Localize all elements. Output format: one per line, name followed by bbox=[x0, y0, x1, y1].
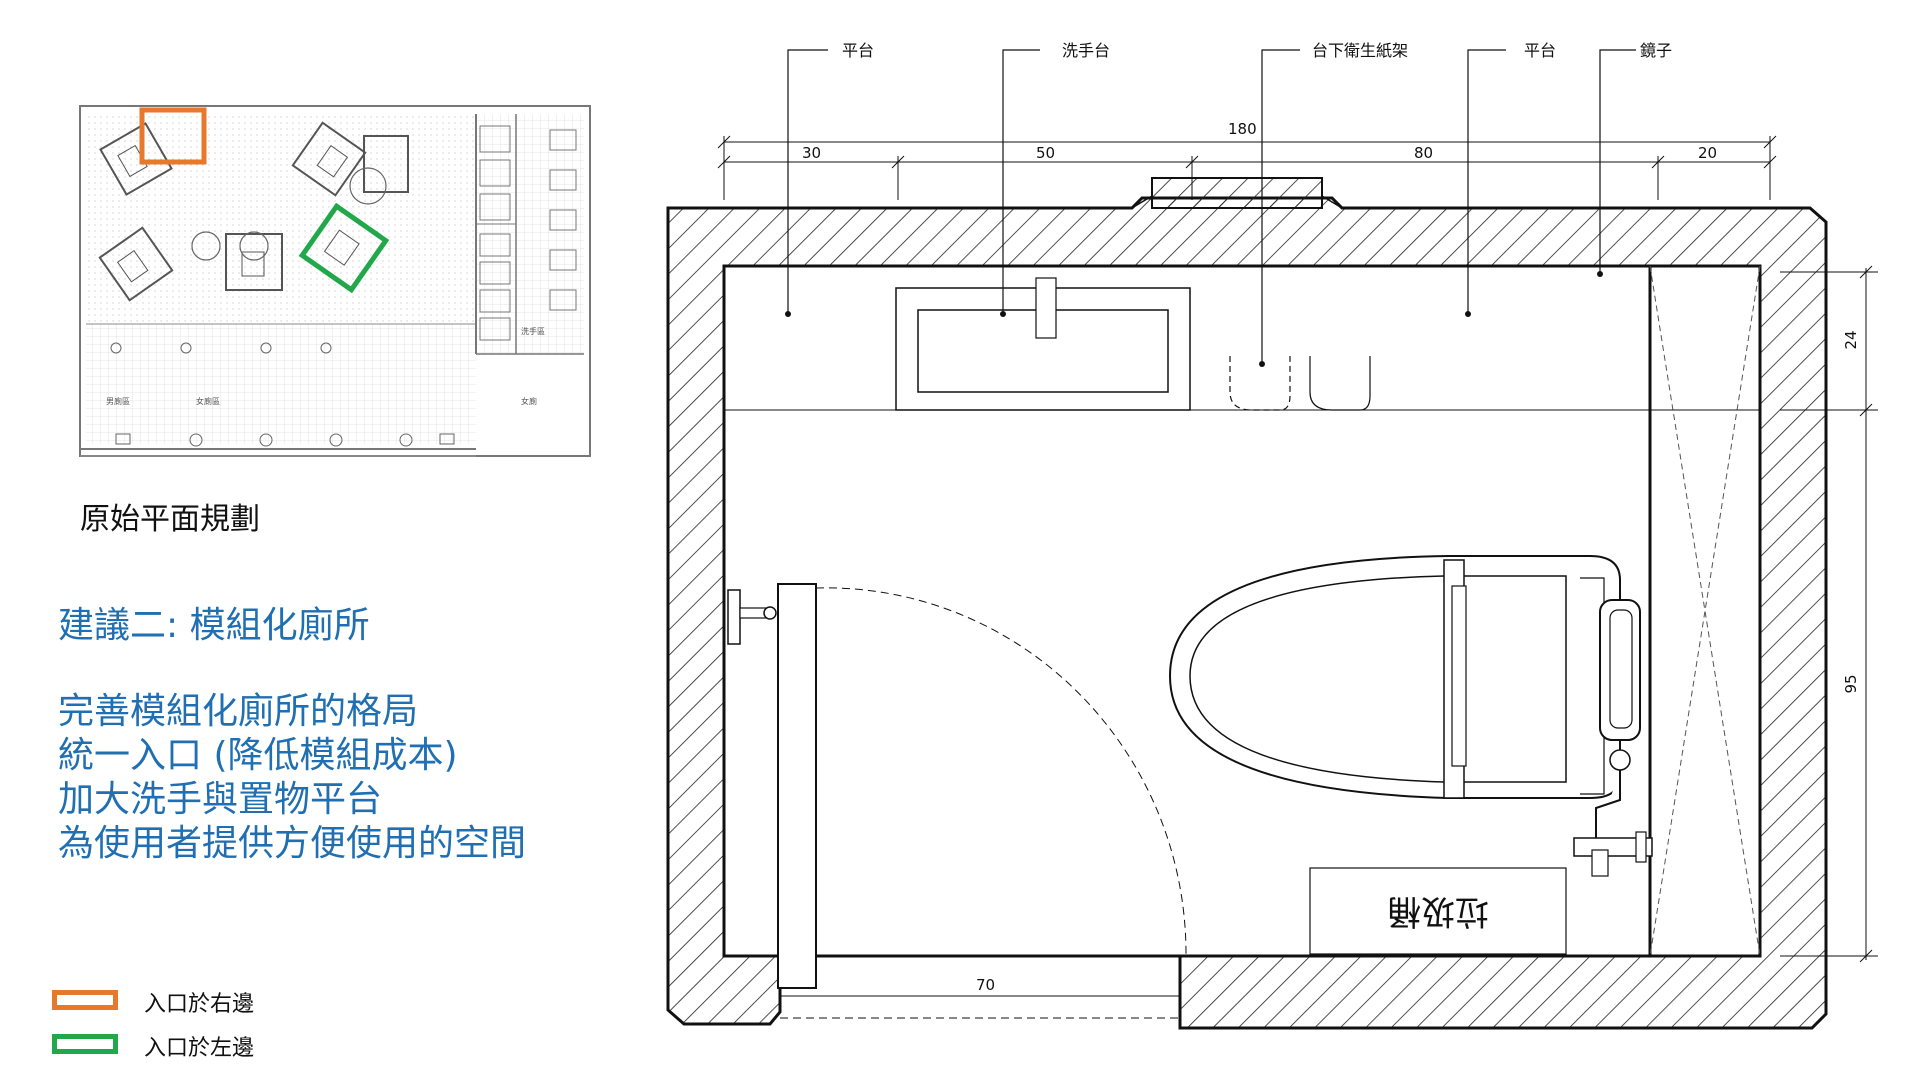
dim-segment: 20 bbox=[1698, 144, 1717, 162]
proposal-title: 建議二: 模組化廁所 bbox=[58, 605, 370, 646]
callout-platform-right: 平台 bbox=[1524, 41, 1556, 60]
overview-small-label: 女廁 bbox=[521, 396, 537, 406]
overview-title: 原始平面規劃 bbox=[80, 502, 260, 537]
proposal-line: 統一入口 (降低模組成本) bbox=[58, 735, 458, 776]
proposal-line: 為使用者提供方便使用的空間 bbox=[58, 823, 527, 864]
door-swing bbox=[815, 587, 1187, 957]
dim-segment: 30 bbox=[802, 144, 821, 162]
trash-bin bbox=[1309, 867, 1567, 955]
faucet bbox=[1035, 277, 1057, 339]
door-panel bbox=[777, 583, 817, 989]
tissue-holder bbox=[1229, 356, 1291, 411]
overview-small-label: 男廁區 bbox=[106, 396, 130, 406]
overview-small-label: 洗手區 bbox=[521, 326, 545, 336]
original-floor-plan: 男廁區 女廁區 洗手區 女廁 bbox=[79, 105, 591, 457]
dim-right-bottom: 95 bbox=[1842, 674, 1860, 693]
trash-bin-label: 垃圾桶 bbox=[1387, 891, 1489, 931]
overview-small-label: 女廁區 bbox=[196, 396, 220, 406]
legend-label-left-entry: 入口於左邊 bbox=[144, 1036, 255, 1061]
callout-sink: 洗手台 bbox=[1062, 41, 1110, 60]
vent-box bbox=[1151, 177, 1323, 209]
callout-tissue-holder: 台下衛生紙架 bbox=[1312, 41, 1408, 60]
dim-right-top: 24 bbox=[1842, 330, 1860, 349]
dim-segment: 50 bbox=[1036, 144, 1055, 162]
proposal-line: 完善模組化廁所的格局 bbox=[58, 691, 419, 732]
dim-door-width: 70 bbox=[976, 976, 995, 994]
proposal-line: 加大洗手與置物平台 bbox=[58, 779, 383, 820]
legend-label-right-entry: 入口於右邊 bbox=[144, 992, 255, 1017]
legend-swatch-orange bbox=[52, 990, 118, 1010]
legend-swatch-green bbox=[52, 1034, 118, 1054]
toilet bbox=[1168, 555, 1653, 877]
tissue-holder bbox=[1309, 356, 1371, 411]
callout-platform-left: 平台 bbox=[842, 41, 874, 60]
dim-total-width: 180 bbox=[1228, 120, 1257, 138]
callout-mirror: 鏡子 bbox=[1640, 41, 1672, 60]
dim-segment: 80 bbox=[1414, 144, 1433, 162]
door-stop bbox=[727, 589, 741, 645]
